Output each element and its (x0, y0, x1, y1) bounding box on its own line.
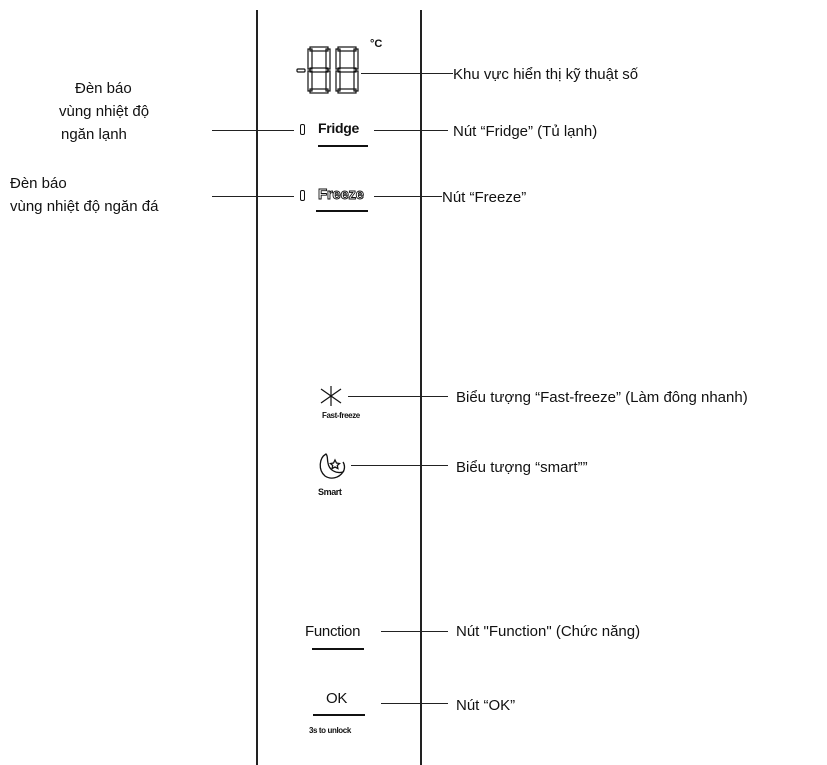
fridge-indicator-line-1: Đèn báo (75, 80, 132, 97)
panel-left-border (256, 10, 258, 765)
function-leader-line (381, 631, 448, 632)
smart-leader-line (351, 465, 448, 466)
smart-icon-label: Smart (318, 487, 342, 497)
fridge-button-callout: Nút “Fridge” (Tủ lạnh) (453, 123, 598, 140)
fridge-indicator-light (300, 124, 305, 135)
ok-button-callout: Nút “OK” (456, 697, 516, 714)
ok-leader-line (381, 703, 448, 704)
freeze-button[interactable]: Freeze (318, 186, 365, 204)
fridge-button-underline (318, 145, 368, 147)
freeze-indicator-leader-line (212, 196, 294, 197)
smart-moon-icon (319, 453, 346, 479)
fridge-button[interactable]: Fridge (318, 120, 359, 136)
display-leader-line (361, 73, 453, 74)
freeze-button-callout: Nút “Freeze” (442, 189, 527, 206)
freeze-indicator-line-2: vùng nhiệt độ ngăn đá (10, 198, 159, 215)
function-button-callout: Nút "Function" (Chức năng) (456, 623, 641, 640)
fast-freeze-icon-callout: Biểu tượng “Fast-freeze” (Làm đông nhanh… (456, 389, 748, 406)
seven-segment-display-icon (296, 46, 359, 94)
freeze-indicator-light (300, 190, 305, 201)
ok-unlock-hint: 3s to unlock (309, 726, 351, 735)
fridge-indicator-callout: Đèn báo vùng nhiệt độ ngăn lạnh (59, 77, 149, 146)
panel-right-border (420, 10, 422, 765)
freeze-indicator-callout: Đèn báo vùng nhiệt độ ngăn đá (10, 172, 158, 218)
fridge-indicator-line-3: ngăn lạnh (61, 126, 127, 143)
ok-button[interactable]: OK (326, 690, 348, 707)
fast-freeze-icon-label: Fast-freeze (322, 411, 360, 420)
ok-button-underline (313, 714, 365, 716)
fast-freeze-leader-line (348, 396, 448, 397)
fridge-indicator-leader-line (212, 130, 294, 131)
function-button[interactable]: Function (305, 623, 361, 640)
freeze-button-underline (316, 210, 368, 212)
snowflake-icon (320, 386, 342, 406)
fridge-indicator-line-2: vùng nhiệt độ (59, 103, 150, 120)
fridge-button-leader-line (374, 130, 448, 131)
smart-icon-callout: Biểu tượng “smart”” (456, 459, 588, 476)
function-button-underline (312, 648, 364, 650)
freeze-indicator-line-1: Đèn báo (10, 175, 67, 192)
freeze-button-leader-line (374, 196, 442, 197)
display-area-callout: Khu vực hiển thị kỹ thuật số (453, 66, 639, 83)
display-unit: °C (370, 38, 383, 50)
